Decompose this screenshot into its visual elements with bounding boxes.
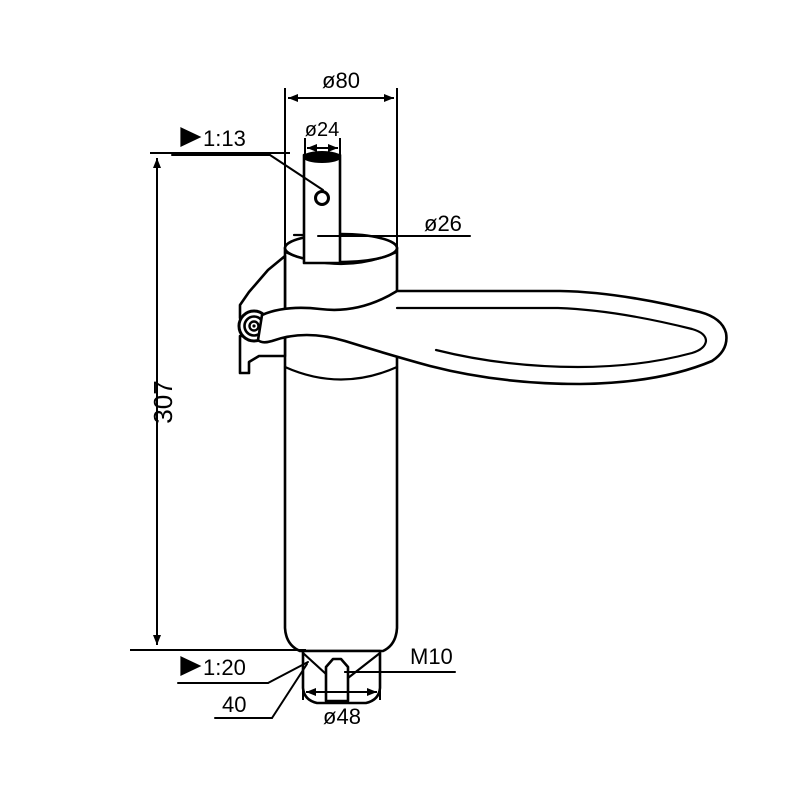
dia80-label: ø80 <box>322 68 360 93</box>
flag-ratio-1-13: 1:13 <box>171 126 324 191</box>
stem-top-cap-ellipse <box>303 151 341 163</box>
dimension-depth-40: 40 <box>214 663 308 719</box>
faucet-body-group <box>283 232 399 653</box>
body-midband-curve <box>283 365 399 381</box>
dia48-label: ø48 <box>323 704 361 729</box>
lever-pivot-center-dot <box>252 324 256 328</box>
lever-inner-groove-upper <box>395 306 708 369</box>
lever-arm-outline <box>256 289 728 386</box>
ratio113-triangle-icon <box>180 127 202 147</box>
dia24-label: ø24 <box>305 119 339 141</box>
flag-ratio-1-20: 1:20 <box>177 655 309 684</box>
cartridge-stem-body <box>302 153 342 265</box>
ratio120-leader-angled <box>267 661 309 684</box>
base-chamfer-right <box>346 651 382 680</box>
ratio120-triangle-icon <box>180 656 202 676</box>
depth40-leader-angled <box>271 663 308 719</box>
dimension-dia48: ø48 <box>302 660 381 729</box>
ratio120-label: 1:20 <box>203 655 246 680</box>
m10-label: M10 <box>410 644 453 669</box>
base-shank-group <box>301 649 382 705</box>
height307-label: 307 <box>148 380 178 423</box>
dia26-label: ø26 <box>424 211 462 236</box>
dimension-dia80: ø80 <box>284 68 398 250</box>
ratio113-label: 1:13 <box>203 126 246 151</box>
body-collar-curve <box>283 250 399 266</box>
dimension-dia24: ø24 <box>304 119 341 160</box>
threaded-stud-nose <box>324 657 350 703</box>
depth40-label: 40 <box>222 692 246 717</box>
ratio113-leader-angled <box>269 154 324 191</box>
lever-handle-group <box>237 254 728 386</box>
stem-pin-hole <box>314 190 330 206</box>
dimension-height-307: 307 <box>130 152 306 651</box>
dimension-thread-m10: M10 <box>344 644 456 673</box>
dimension-dia26: ø26 <box>317 211 471 237</box>
base-chamfer-left <box>301 651 328 676</box>
